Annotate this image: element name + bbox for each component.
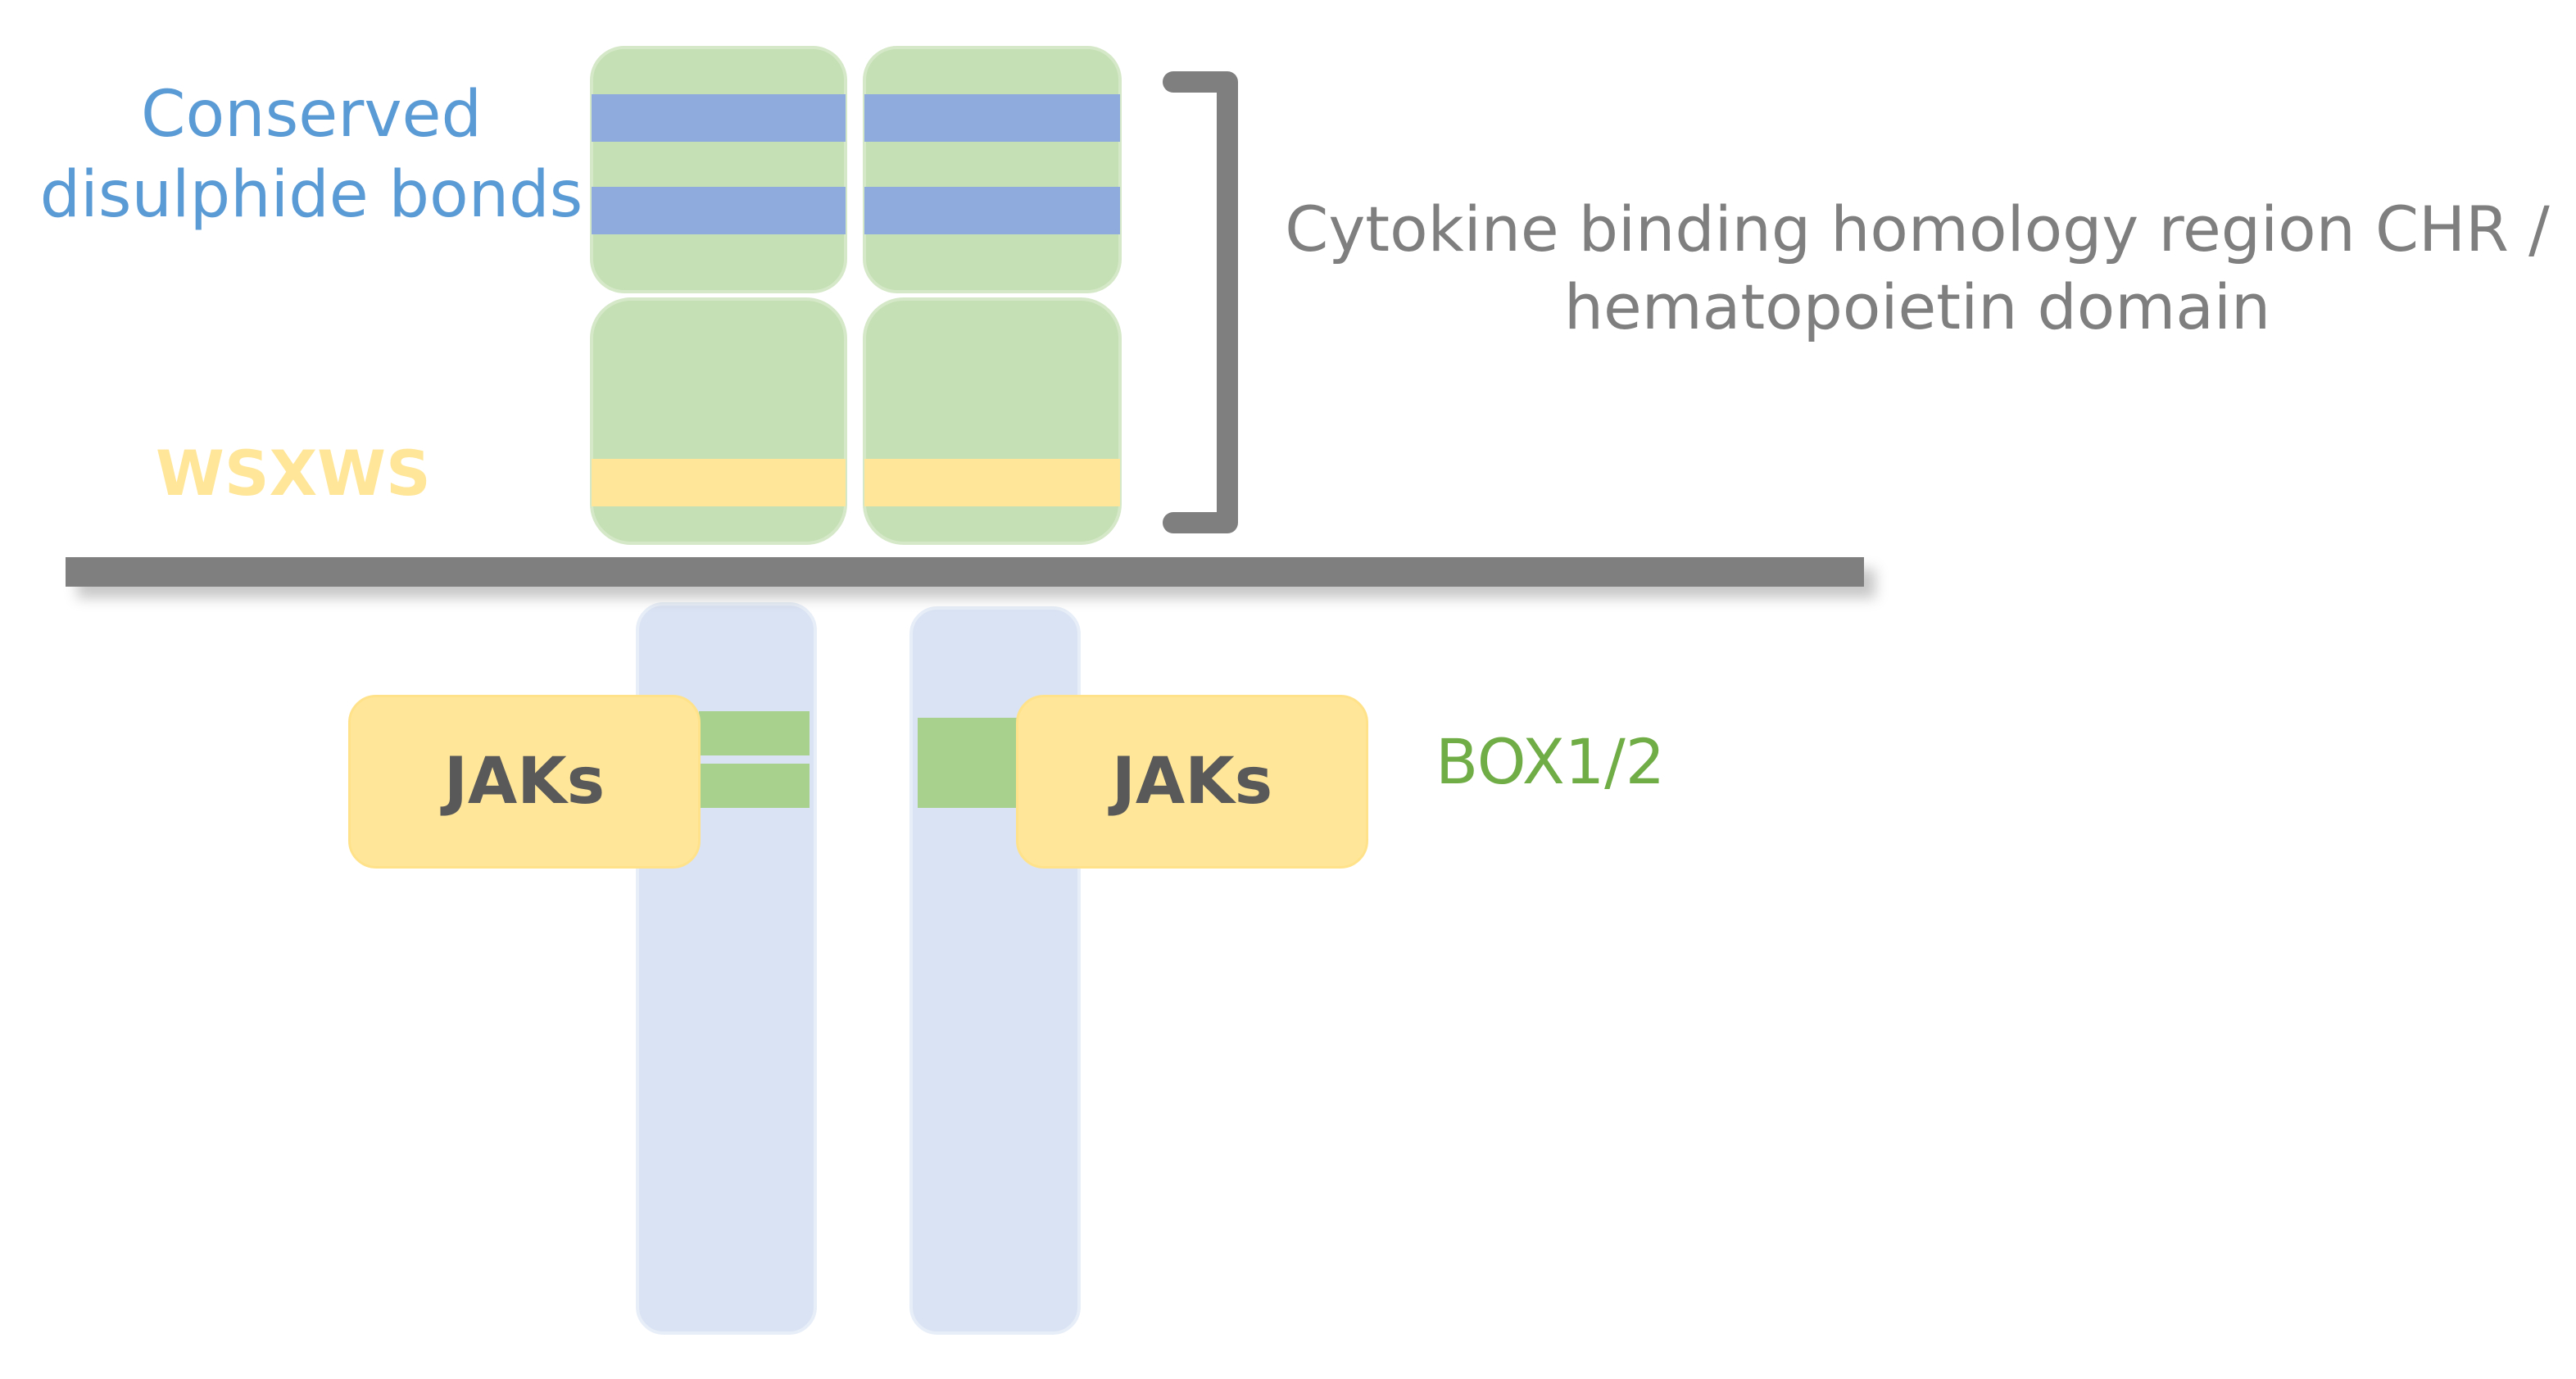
disulphide-bonds-label: Conserved disulphide bonds: [39, 78, 583, 232]
chr-label: Cytokine binding homology region CHR / h…: [1285, 193, 2550, 343]
jak-right-label: JAKs: [1111, 745, 1273, 819]
domain-lower-left: [590, 297, 847, 545]
domain-upper-right: [863, 46, 1122, 293]
disulphide-band: [864, 94, 1120, 142]
extracellular-domains: [590, 46, 1122, 545]
cell-membrane: [66, 557, 1864, 587]
wsxws-label: WSXWS: [156, 437, 431, 510]
disulphide-band: [864, 187, 1120, 234]
jak-right: JAKs: [1016, 695, 1368, 869]
box-motifs: [699, 711, 1024, 808]
disulphide-band: [592, 187, 846, 234]
box2-band-left: [699, 764, 810, 808]
domain-lower-right: [863, 297, 1122, 545]
box-label: BOX1/2: [1435, 725, 1666, 798]
wsxws-band: [592, 459, 846, 506]
box-band-right: [918, 718, 1024, 808]
chr-bracket: [1163, 71, 1238, 533]
box1-band-left: [699, 711, 810, 755]
jak-left-label: JAKs: [443, 745, 605, 819]
disulphide-band: [592, 94, 846, 142]
wsxws-band: [864, 459, 1120, 506]
jak-left: JAKs: [348, 695, 701, 869]
domain-upper-left: [590, 46, 847, 293]
